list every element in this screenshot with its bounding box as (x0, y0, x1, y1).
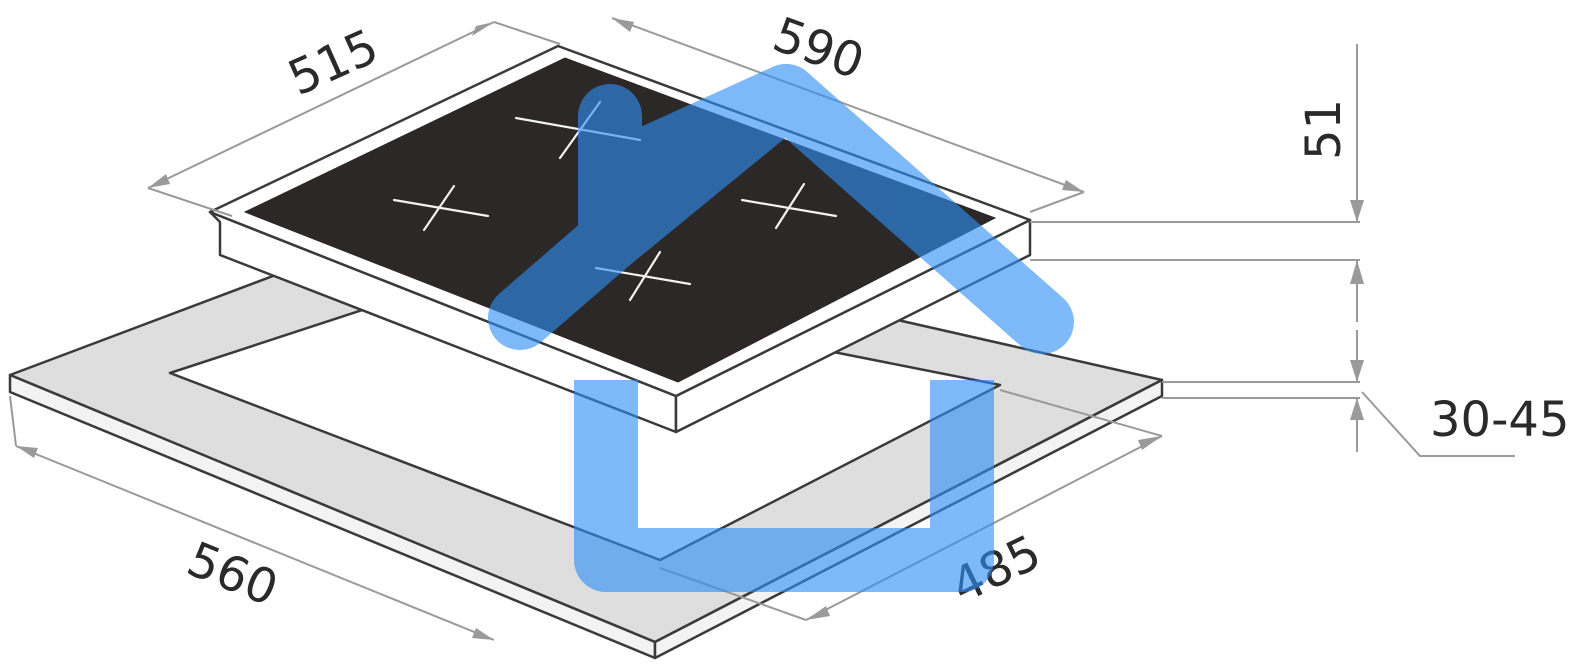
dimension-30-45: 30-45 (1162, 330, 1569, 457)
burner-front-left-icon (392, 184, 490, 232)
dimension-51: 51 (1030, 44, 1364, 322)
dimension-label-560: 560 (180, 531, 286, 617)
burner-rear-right-icon (740, 182, 838, 230)
house-logo-icon (488, 64, 1074, 592)
dimension-label-515: 515 (280, 19, 386, 107)
dimension-label-51: 51 (1296, 99, 1352, 160)
dimension-label-30-45: 30-45 (1430, 392, 1569, 448)
